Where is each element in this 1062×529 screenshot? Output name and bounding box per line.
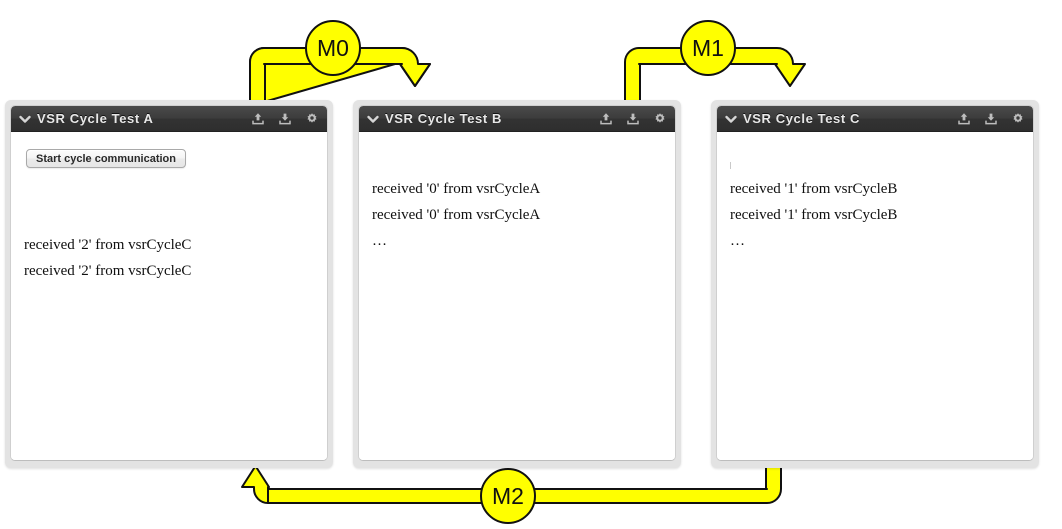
upload-icon[interactable] xyxy=(251,112,265,126)
panel-b-titlebar-icons xyxy=(599,112,667,126)
panel-c-titlebar[interactable]: VSR Cycle Test C xyxy=(717,106,1033,132)
panel-c-body: received '1' from vsrCycleB received '1'… xyxy=(717,132,1033,460)
panel-c-title: VSR Cycle Test C xyxy=(743,111,861,126)
chevron-down-icon[interactable] xyxy=(18,112,32,126)
message-label-m1-text: M1 xyxy=(692,34,724,61)
panel-b-inner: VSR Cycle Test B xyxy=(358,105,676,461)
chevron-down-icon[interactable] xyxy=(366,112,380,126)
panel-a-body: Start cycle communication received '2' f… xyxy=(11,132,327,460)
download-icon[interactable] xyxy=(278,112,292,126)
panel-a-log: received '2' from vsrCycleC received '2'… xyxy=(24,232,319,284)
panel-vsr-cycle-test-b[interactable]: VSR Cycle Test B xyxy=(353,100,681,468)
upload-icon[interactable] xyxy=(957,112,971,126)
log-line: … xyxy=(730,233,747,249)
gear-icon[interactable] xyxy=(1011,112,1025,126)
message-label-m1: M1 xyxy=(680,20,736,76)
panel-c-inner: VSR Cycle Test C xyxy=(716,105,1034,461)
panel-b-title: VSR Cycle Test B xyxy=(385,111,503,126)
panel-vsr-cycle-test-a[interactable]: VSR Cycle Test A xyxy=(5,100,333,468)
panel-a-titlebar-icons xyxy=(251,112,319,126)
panel-a-titlebar[interactable]: VSR Cycle Test A xyxy=(11,106,327,132)
panel-b-log: received '0' from vsrCycleA received '0'… xyxy=(372,176,667,254)
log-line: … xyxy=(372,233,389,249)
log-line: received '1' from vsrCycleB xyxy=(730,181,898,197)
panel-c-titlebar-icons xyxy=(957,112,1025,126)
message-label-m0: M0 xyxy=(305,20,361,76)
panel-a-inner: VSR Cycle Test A xyxy=(10,105,328,461)
message-label-m2: M2 xyxy=(480,468,536,524)
log-line: received '0' from vsrCycleA xyxy=(372,181,541,197)
log-line: received '1' from vsrCycleB xyxy=(730,207,898,223)
panel-a-title: VSR Cycle Test A xyxy=(37,111,154,126)
panel-vsr-cycle-test-c[interactable]: VSR Cycle Test C xyxy=(711,100,1039,468)
chevron-down-icon[interactable] xyxy=(724,112,738,126)
render-artifact xyxy=(730,162,731,169)
gear-icon[interactable] xyxy=(653,112,667,126)
arrow-m2-head xyxy=(241,465,270,504)
log-line: received '0' from vsrCycleA xyxy=(372,207,541,223)
gear-icon[interactable] xyxy=(305,112,319,126)
panel-c-log: received '1' from vsrCycleB received '1'… xyxy=(730,176,1025,254)
upload-icon[interactable] xyxy=(599,112,613,126)
message-label-m2-text: M2 xyxy=(492,482,524,509)
message-label-m0-text: M0 xyxy=(317,34,349,61)
panel-b-body: received '0' from vsrCycleA received '0'… xyxy=(359,132,675,460)
panel-b-titlebar[interactable]: VSR Cycle Test B xyxy=(359,106,675,132)
start-cycle-communication-button[interactable]: Start cycle communication xyxy=(26,149,186,168)
download-icon[interactable] xyxy=(984,112,998,126)
log-line: received '2' from vsrCycleC xyxy=(24,263,192,279)
download-icon[interactable] xyxy=(626,112,640,126)
log-line: received '2' from vsrCycleC xyxy=(24,237,192,253)
